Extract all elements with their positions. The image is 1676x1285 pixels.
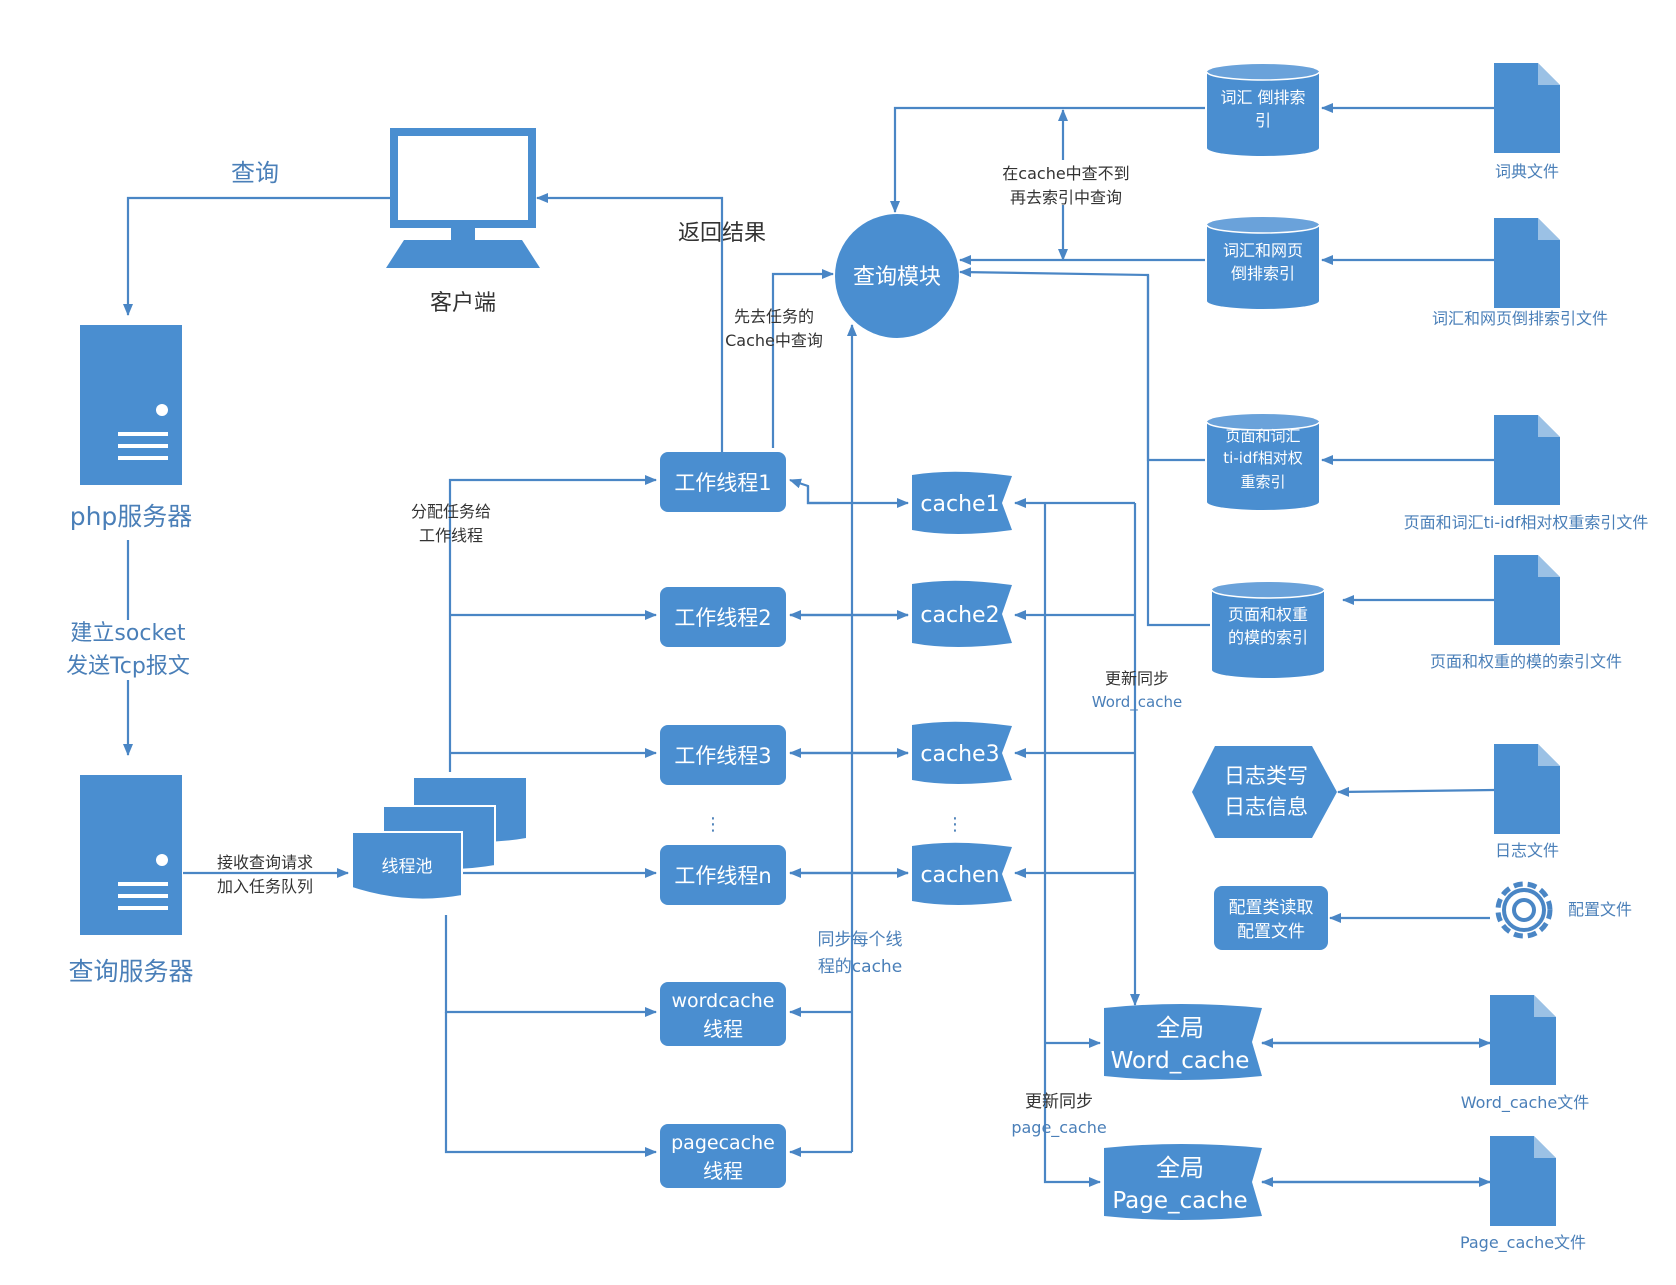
wordcache-thread bbox=[660, 982, 786, 1046]
tfidf-index-file-icon bbox=[1494, 415, 1560, 505]
socket-edge-label-1: 建立socket bbox=[70, 621, 186, 646]
thread-pool-shape bbox=[351, 778, 526, 901]
norm-index-file-label: 页面和权重的模的索引文件 bbox=[1430, 652, 1622, 671]
php-server-icon bbox=[80, 325, 182, 485]
receive-edge-label-1: 接收查询请求 bbox=[217, 853, 313, 872]
word-page-index-label-2: 倒排索引 bbox=[1231, 264, 1295, 283]
cache-2-label: cache2 bbox=[920, 603, 999, 628]
word-page-index-label-1: 词汇和网页 bbox=[1223, 241, 1303, 260]
client-computer-icon bbox=[386, 128, 540, 268]
sync-page-edge-label-1: 更新同步 bbox=[1025, 1092, 1093, 1112]
cache-n-label: cachen bbox=[920, 863, 999, 888]
word-page-index-file-icon bbox=[1494, 218, 1560, 308]
global-page-cache-label-1: 全局 bbox=[1156, 1154, 1204, 1182]
word-index-db bbox=[1206, 64, 1320, 156]
cache-first-edge-label-1: 先去任务的 bbox=[734, 307, 814, 326]
index-fallback-edge-label-1: 在cache中查不到 bbox=[1002, 164, 1129, 183]
dict-file-icon bbox=[1494, 63, 1560, 153]
thread-pool-label: 线程池 bbox=[382, 857, 433, 877]
worker-thread-1 bbox=[660, 452, 786, 512]
query-module-label: 查询模块 bbox=[853, 265, 941, 290]
query-module-node bbox=[835, 214, 959, 338]
receive-edge-label-2: 加入任务队列 bbox=[217, 877, 313, 896]
worker-thread-3-label: 工作线程3 bbox=[674, 744, 771, 768]
tfidf-index-label-3: 重索引 bbox=[1240, 473, 1285, 491]
query-edge-label: 查询 bbox=[231, 159, 279, 187]
word-cache-file-label: Word_cache文件 bbox=[1461, 1093, 1590, 1113]
page-cache-file-icon bbox=[1490, 1136, 1556, 1226]
cache-1-label: cache1 bbox=[920, 492, 999, 517]
socket-edge-label-2: 发送Tcp报文 bbox=[66, 654, 190, 679]
connectors bbox=[123, 103, 1495, 1187]
tfidf-index-file-label: 页面和词汇ti-idf相对权重索引文件 bbox=[1404, 513, 1649, 532]
cache-ellipsis: ⋮ bbox=[946, 814, 964, 835]
word-index-label-1: 词汇 倒排索 bbox=[1220, 88, 1305, 107]
word-index-label-2: 引 bbox=[1255, 111, 1271, 130]
query-server-label: 查询服务器 bbox=[68, 957, 193, 986]
norm-index-file-icon bbox=[1494, 555, 1560, 645]
sync-word-edge-label-1: 更新同步 bbox=[1105, 669, 1169, 688]
cache-n bbox=[912, 842, 1012, 905]
query-server-icon bbox=[80, 775, 182, 935]
cache-2 bbox=[912, 580, 1012, 647]
worker-thread-2 bbox=[660, 587, 786, 647]
wordcache-thread-label-2: 线程 bbox=[703, 1017, 743, 1041]
worker-thread-n bbox=[660, 845, 786, 905]
tfidf-index-label-1: 页面和词汇 bbox=[1225, 427, 1300, 445]
php-server-label: php服务器 bbox=[70, 502, 193, 531]
logger-label-2: 日志信息 bbox=[1224, 795, 1308, 819]
index-fallback-edge-label-2: 再去索引中查询 bbox=[1010, 188, 1122, 207]
global-page-cache-label-2: Page_cache bbox=[1112, 1188, 1247, 1214]
sync-threads-edge-label-2: 程的cache bbox=[818, 957, 902, 977]
word-page-index-file-label: 词汇和网页倒排索引文件 bbox=[1432, 309, 1608, 328]
global-word-cache-label-2: Word_cache bbox=[1111, 1048, 1250, 1074]
logger-label-1: 日志类写 bbox=[1224, 764, 1308, 788]
sync-word-edge-label-2: Word_cache bbox=[1092, 693, 1182, 712]
tfidf-index-label-2: ti-idf相对权 bbox=[1223, 449, 1302, 467]
cache-first-edge-label-2: Cache中查询 bbox=[725, 331, 823, 350]
global-word-cache-label-1: 全局 bbox=[1156, 1014, 1204, 1042]
gear-icon bbox=[1495, 881, 1553, 939]
config-reader bbox=[1214, 886, 1328, 950]
word-cache-file-icon bbox=[1490, 995, 1556, 1085]
pagecache-thread-label-2: 线程 bbox=[703, 1159, 743, 1183]
config-reader-label-1: 配置类读取 bbox=[1229, 898, 1314, 918]
wordcache-thread-label-1: wordcache bbox=[672, 990, 775, 1012]
cache-1 bbox=[912, 471, 1012, 534]
global-word-cache bbox=[1104, 1004, 1262, 1080]
log-file-icon bbox=[1494, 744, 1560, 834]
logger-hexagon bbox=[1192, 746, 1337, 838]
worker-thread-1-label: 工作线程1 bbox=[674, 471, 771, 495]
worker-thread-2-label: 工作线程2 bbox=[674, 606, 771, 630]
global-page-cache bbox=[1104, 1144, 1262, 1220]
norm-index-db bbox=[1211, 582, 1325, 678]
log-file-label: 日志文件 bbox=[1495, 841, 1559, 860]
return-result-edge-label: 返回结果 bbox=[678, 221, 766, 246]
sync-threads-edge-label-1: 同步每个线 bbox=[818, 930, 903, 950]
cache-3-label: cache3 bbox=[920, 742, 999, 767]
pagecache-thread-label-1: pagecache bbox=[671, 1132, 775, 1154]
norm-index-label-1: 页面和权重 bbox=[1228, 605, 1308, 624]
worker-thread-n-label: 工作线程n bbox=[674, 864, 771, 888]
config-file-label: 配置文件 bbox=[1568, 900, 1632, 919]
tfidf-index-db bbox=[1206, 414, 1320, 510]
cache-3 bbox=[912, 721, 1012, 784]
worker-ellipsis: ⋮ bbox=[704, 814, 722, 835]
pagecache-thread bbox=[660, 1124, 786, 1188]
dict-file-label: 词典文件 bbox=[1495, 162, 1559, 181]
worker-thread-3 bbox=[660, 725, 786, 785]
config-reader-label-2: 配置文件 bbox=[1237, 922, 1305, 942]
client-label: 客户端 bbox=[430, 291, 496, 316]
word-page-index-db bbox=[1206, 217, 1320, 309]
sync-page-edge-label-2: page_cache bbox=[1011, 1118, 1106, 1138]
assign-edge-label-1: 分配任务给 bbox=[411, 502, 491, 521]
assign-edge-label-2: 工作线程 bbox=[419, 526, 483, 545]
norm-index-label-2: 的模的索引 bbox=[1228, 628, 1308, 647]
page-cache-file-label: Page_cache文件 bbox=[1460, 1233, 1586, 1253]
